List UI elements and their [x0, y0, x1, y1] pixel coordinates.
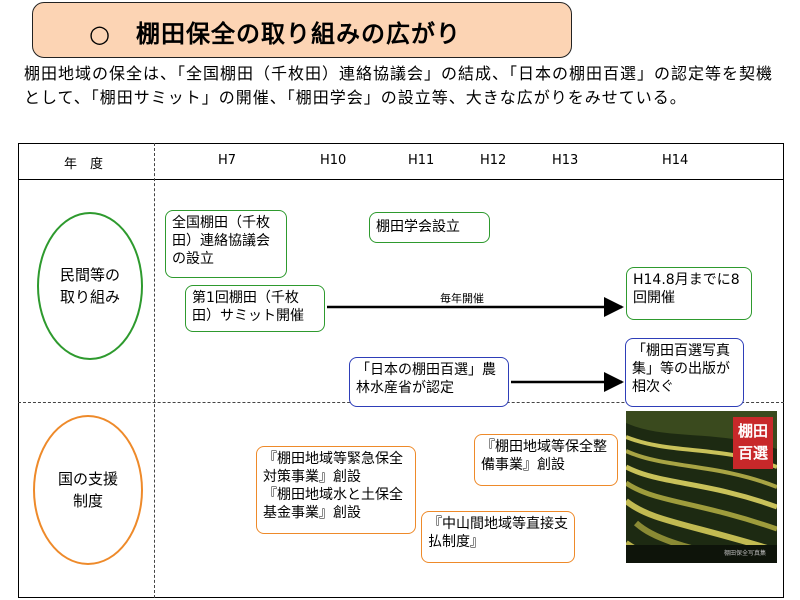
timeline-frame — [18, 143, 784, 598]
arrow-label-annual: 毎年開催 — [440, 292, 484, 305]
year-h10: H10 — [320, 153, 347, 168]
photo-caption: 棚田保全写真集 — [724, 550, 767, 557]
year-h14: H14 — [662, 153, 689, 168]
council-box: 全国棚田（千枚田）連絡協議会の設立 — [165, 210, 287, 278]
water-soil-program-text: 『棚田地域水と土保全基金事業』創設 — [263, 487, 403, 521]
gakkai-box: 棚田学会設立 — [369, 212, 490, 243]
year-h7: H7 — [218, 153, 237, 168]
year-h13: H13 — [552, 153, 579, 168]
year-header-label: 年 度 — [64, 157, 104, 172]
page-title: ○ 棚田保全の取り組みの広がり — [89, 20, 461, 48]
row-label-national-text: 国の支援制度 — [57, 470, 118, 510]
column-divider — [154, 143, 155, 598]
year-h12: H12 — [480, 153, 507, 168]
support-box-upper: 『棚田地域等緊急保全対策事業』創設 『棚田地域水と土保全基金事業』創設 — [256, 446, 416, 534]
hyakusen-box: 「日本の棚田百選」農林水産省が認定 — [349, 357, 509, 407]
emergency-program-text: 『棚田地域等緊急保全対策事業』創設 — [263, 451, 403, 485]
direct-payment-box: 『中山間地域等直接支払制度』 — [421, 511, 575, 563]
photo-badge-line1: 棚田 — [737, 422, 768, 440]
summit-box: 第1回棚田（千枚田）サミット開催 — [185, 285, 325, 332]
h14-summit-box: H14.8月までに8回開催 — [626, 267, 752, 320]
photo-badge-line2: 百選 — [737, 444, 768, 462]
row-label-private: 民間等の取り組み — [37, 212, 143, 360]
title-box: ○ 棚田保全の取り組みの広がり — [32, 2, 572, 58]
header-divider — [18, 179, 784, 180]
year-h11: H11 — [408, 153, 435, 168]
maintenance-box: 『棚田地域等保全整備事業』創設 — [474, 434, 618, 486]
row-label-national: 国の支援制度 — [33, 415, 143, 565]
row-label-private-text: 民間等の取り組み — [59, 266, 120, 306]
photo-badge: 棚田 百選 — [733, 417, 773, 469]
intro-text: 棚田地域の保全は、「全国棚田（千枚田）連絡協議会」の結成、「日本の棚田百選」の認… — [24, 64, 774, 107]
photo-books-box: 「棚田百選写真集」等の出版が相次ぐ — [625, 338, 744, 407]
terrace-photo-cover: 棚田 百選 棚田保全写真集 — [626, 411, 777, 563]
